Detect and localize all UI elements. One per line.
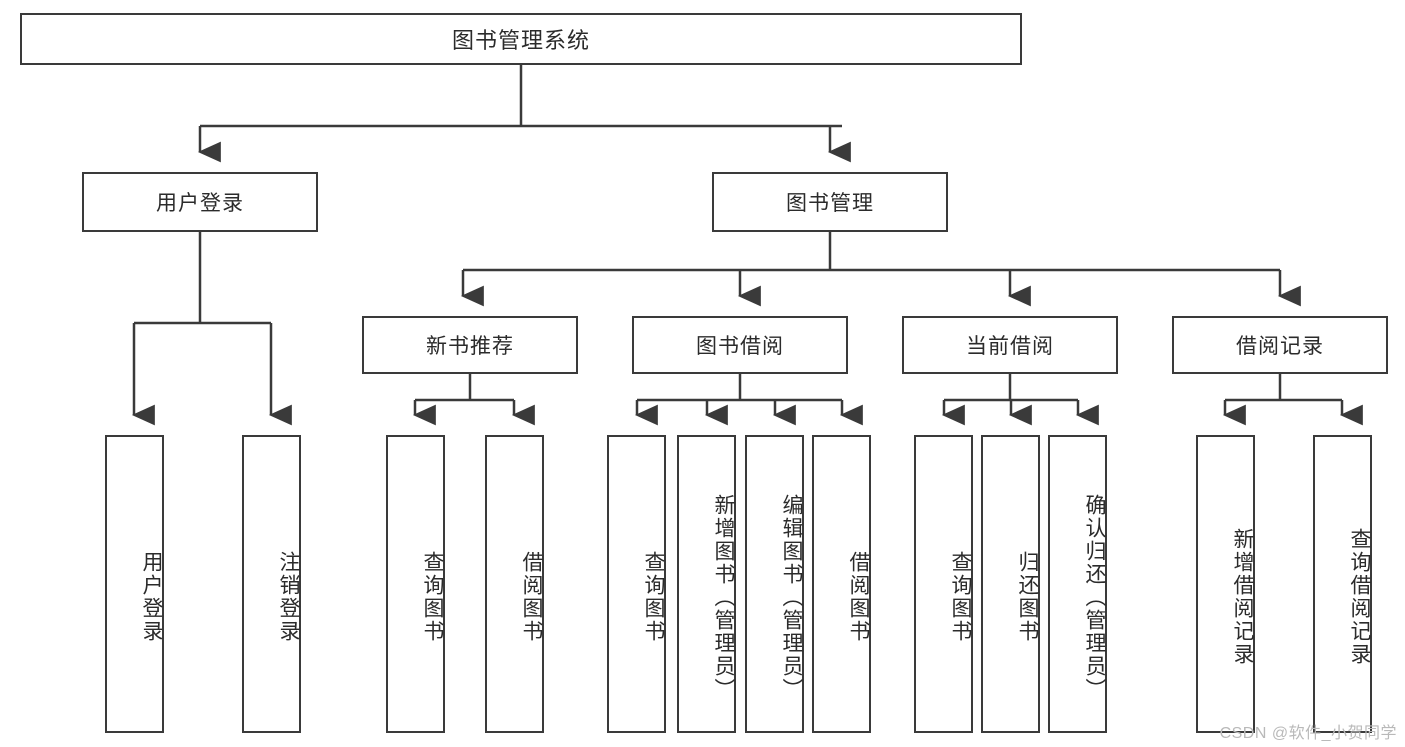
- leaf-add-borrow-record[interactable]: 新增借阅记录: [1196, 435, 1255, 733]
- node-label: 新增图书（管理员）: [712, 493, 735, 701]
- node-label: 确认归还（管理员）: [1083, 493, 1106, 701]
- leaf-user-login[interactable]: 用户登录: [105, 435, 164, 733]
- node-label: 用户登录: [156, 192, 244, 215]
- node-user-login[interactable]: 用户登录: [82, 172, 318, 232]
- leaf-return-book[interactable]: 归还图书: [981, 435, 1040, 733]
- node-current-borrow[interactable]: 当前借阅: [902, 316, 1118, 374]
- node-label: 注销登录: [277, 551, 300, 643]
- node-label: 图书管理: [786, 192, 874, 215]
- leaf-query-book-borrow[interactable]: 查询图书: [607, 435, 666, 733]
- leaf-edit-book-admin[interactable]: 编辑图书（管理员）: [745, 435, 804, 733]
- node-book-borrow[interactable]: 图书借阅: [632, 316, 848, 374]
- node-label: 借阅图书: [847, 551, 870, 643]
- leaf-confirm-return-admin[interactable]: 确认归还（管理员）: [1048, 435, 1107, 733]
- node-root-system[interactable]: 图书管理系统: [20, 13, 1022, 65]
- csdn-watermark: CSDN @软件_小贺同学: [1219, 725, 1397, 742]
- node-new-book-recommend[interactable]: 新书推荐: [362, 316, 578, 374]
- node-label: 图书管理系统: [451, 28, 590, 53]
- node-label: 新书推荐: [426, 335, 514, 358]
- node-label: 用户登录: [140, 551, 163, 643]
- node-book-management[interactable]: 图书管理: [712, 172, 948, 232]
- node-label: 借阅记录: [1236, 335, 1324, 358]
- leaf-add-book-admin[interactable]: 新增图书（管理员）: [677, 435, 736, 733]
- leaf-query-borrow-record[interactable]: 查询借阅记录: [1313, 435, 1372, 733]
- node-label: 查询图书: [949, 551, 972, 643]
- leaf-borrow-book-recommend[interactable]: 借阅图书: [485, 435, 544, 733]
- node-label: 新增借阅记录: [1231, 528, 1254, 666]
- leaf-logout-login[interactable]: 注销登录: [242, 435, 301, 733]
- node-label: 当前借阅: [966, 335, 1054, 358]
- node-label: 查询图书: [421, 551, 444, 643]
- node-label: 编辑图书（管理员）: [780, 493, 803, 701]
- node-borrow-record[interactable]: 借阅记录: [1172, 316, 1388, 374]
- node-label: 借阅图书: [520, 551, 543, 643]
- leaf-query-book-recommend[interactable]: 查询图书: [386, 435, 445, 733]
- node-label: 查询图书: [642, 551, 665, 643]
- leaf-borrow-book[interactable]: 借阅图书: [812, 435, 871, 733]
- node-label: 图书借阅: [696, 335, 784, 358]
- node-label: 查询借阅记录: [1348, 528, 1371, 666]
- leaf-query-book-current[interactable]: 查询图书: [914, 435, 973, 733]
- node-label: 归还图书: [1016, 551, 1039, 643]
